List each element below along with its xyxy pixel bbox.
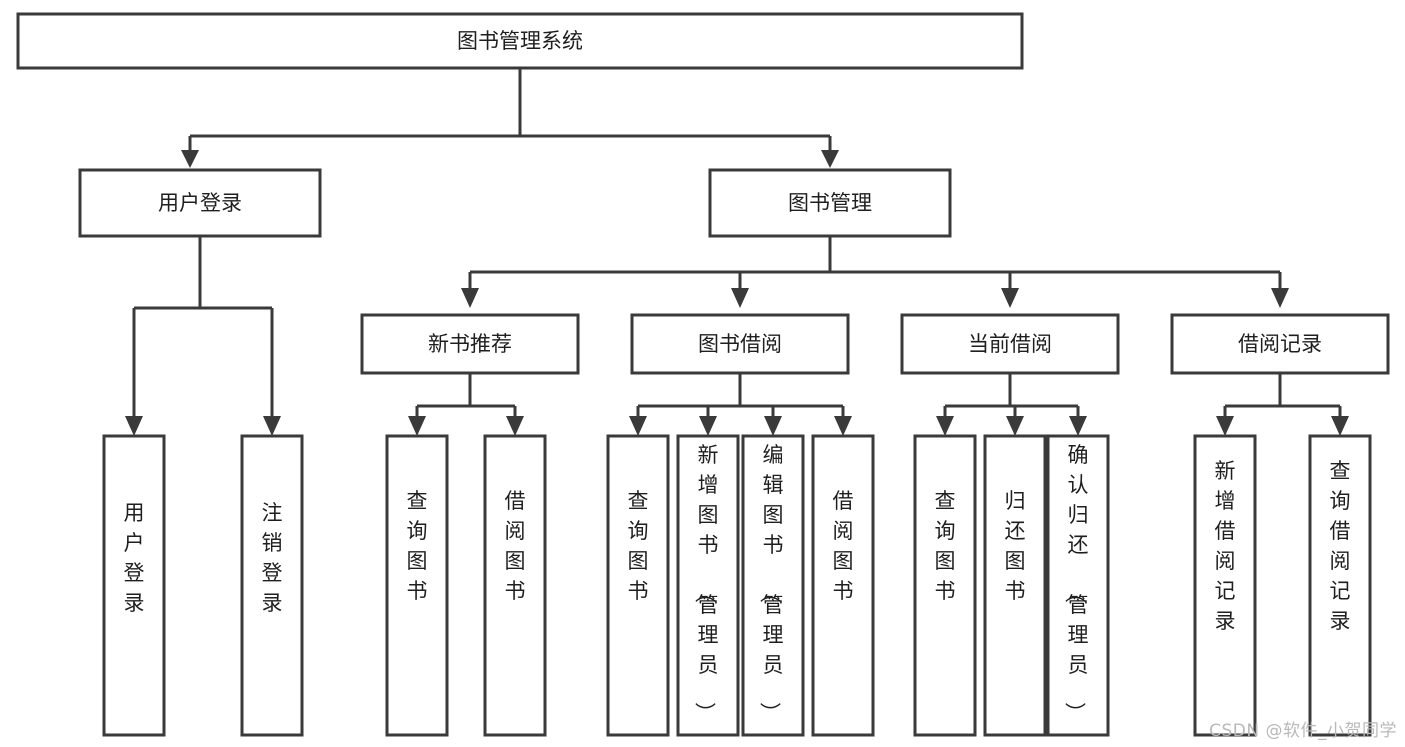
leaf-new-book-2-label: 借阅图书 [505,489,526,603]
leaf-current-borrow-1-label: 查询图书 [935,489,956,603]
leaf-current-borrow-2-box[interactable] [983,434,1047,737]
arrowhead-user-login [181,150,199,168]
node-new-book-recommend-box[interactable] [360,313,580,375]
arrowhead-book-borrow [731,288,749,308]
node-current-borrow-label: 当前借阅 [968,332,1052,356]
node-user-login[interactable]: 用户登录 [78,168,322,238]
arrowhead-leaf-user-login-2 [263,416,281,436]
node-book-manage-label: 图书管理 [788,191,872,215]
leaf-node[interactable]: 新增图书（管理员） [676,434,740,737]
arrowhead-leaf-bookborrow-2 [699,416,717,436]
node-new-book-recommend-label: 新书推荐 [428,332,512,356]
leaf-node[interactable]: 查询图书 [606,434,670,737]
leaf-current-borrow-3-label: 确认归还（管理员） [1063,443,1089,723]
leaf-new-book-1-box[interactable] [385,434,449,737]
arrowhead-leaf-currentborrow-2 [1006,416,1024,436]
leaf-current-borrow-2-label: 归还图书 [1005,489,1026,603]
node-borrow-record-box[interactable] [1170,313,1390,375]
node-current-borrow[interactable]: 当前借阅 [900,313,1120,375]
leaf-book-borrow-4-box[interactable] [811,434,875,737]
leaf-book-borrow-3-box[interactable] [741,434,805,737]
arrowhead-leaf-bookborrow-3 [764,416,782,436]
arrowhead-leaf-bookborrow-1 [629,416,647,436]
node-current-borrow-box[interactable] [900,313,1120,375]
node-root-label: 图书管理系统 [457,29,583,53]
arrowhead-leaf-currentborrow-1 [936,416,954,436]
arrowhead-leaf-bookborrow-4 [834,416,852,436]
leaf-node[interactable]: 借阅图书 [483,434,547,737]
node-book-manage-box[interactable] [708,168,952,238]
arrowhead-current-borrow [1001,288,1019,308]
leaf-node[interactable]: 借阅图书 [811,434,875,737]
node-root-box[interactable] [16,12,1024,70]
leaf-borrow-record-2-label: 查询借阅记录 [1330,459,1351,633]
leaf-current-borrow-1-box[interactable] [913,434,977,737]
leaf-node[interactable]: 查询图书 [913,434,977,737]
leaf-borrow-record-1-box[interactable] [1193,434,1257,737]
connector-layer [125,68,1349,436]
node-borrow-record-label: 借阅记录 [1238,332,1322,356]
arrowhead-leaf-borrowrecord-1 [1216,416,1234,436]
leaf-user-login-1-label: 用户登录 [124,501,145,615]
leaf-book-borrow-1-label: 查询图书 [628,489,649,603]
leaf-book-borrow-2-label: 新增图书（管理员） [693,443,719,723]
leaf-user-login-2-label: 注销登录 [262,501,283,615]
arrowhead-book-manage [821,150,839,168]
leaf-book-borrow-1-box[interactable] [606,434,670,737]
arrowhead-leaf-newbook-2 [506,416,524,436]
node-user-login-box[interactable] [78,168,322,238]
leaf-node[interactable]: 编辑图书（管理员） [741,434,805,737]
node-book-borrow-box[interactable] [630,313,850,375]
leaf-node[interactable]: 注销登录 [240,434,304,737]
leaf-node[interactable]: 新增借阅记录 [1193,434,1257,737]
leaf-user-login-1-box[interactable] [102,434,166,737]
leaf-book-borrow-4-label: 借阅图书 [833,489,854,603]
leaf-new-book-1-label: 查询图书 [407,489,428,603]
arrowhead-leaf-user-login-1 [125,416,143,436]
leaf-current-borrow-3-box[interactable] [1046,434,1110,737]
node-user-login-label: 用户登录 [158,191,242,215]
node-borrow-record[interactable]: 借阅记录 [1170,313,1390,375]
leaf-node[interactable]: 查询借阅记录 [1308,434,1372,737]
leaf-borrow-record-1-label: 新增借阅记录 [1215,459,1236,633]
arrowhead-leaf-borrowrecord-2 [1331,416,1349,436]
leaf-borrow-record-2-box[interactable] [1308,434,1372,737]
leaf-book-borrow-3-label: 编辑图书（管理员） [758,443,784,723]
leaf-user-login-2-box[interactable] [240,434,304,737]
arrowhead-leaf-newbook-1 [408,416,426,436]
node-book-borrow[interactable]: 图书借阅 [630,313,850,375]
node-book-borrow-label: 图书借阅 [698,332,782,356]
leaf-node[interactable]: 查询图书 [385,434,449,737]
node-root-system[interactable]: 图书管理系统 [16,12,1024,70]
leaf-node[interactable]: 用户登录 [102,434,166,737]
leaf-book-borrow-2-box[interactable] [676,434,740,737]
node-book-manage[interactable]: 图书管理 [708,168,952,238]
arrowhead-borrow-record [1271,288,1289,308]
leaf-node[interactable]: 确认归还（管理员） [1046,434,1110,737]
arrowhead-leaf-currentborrow-3 [1069,416,1087,436]
leaf-node[interactable]: 归还图书 [983,434,1047,737]
arrowhead-new-book-recommend [461,288,479,308]
leaf-new-book-2-box[interactable] [483,434,547,737]
csdn-watermark: CSDN @软件_小贺同学 [1209,721,1397,741]
node-new-book-recommend[interactable]: 新书推荐 [360,313,580,375]
